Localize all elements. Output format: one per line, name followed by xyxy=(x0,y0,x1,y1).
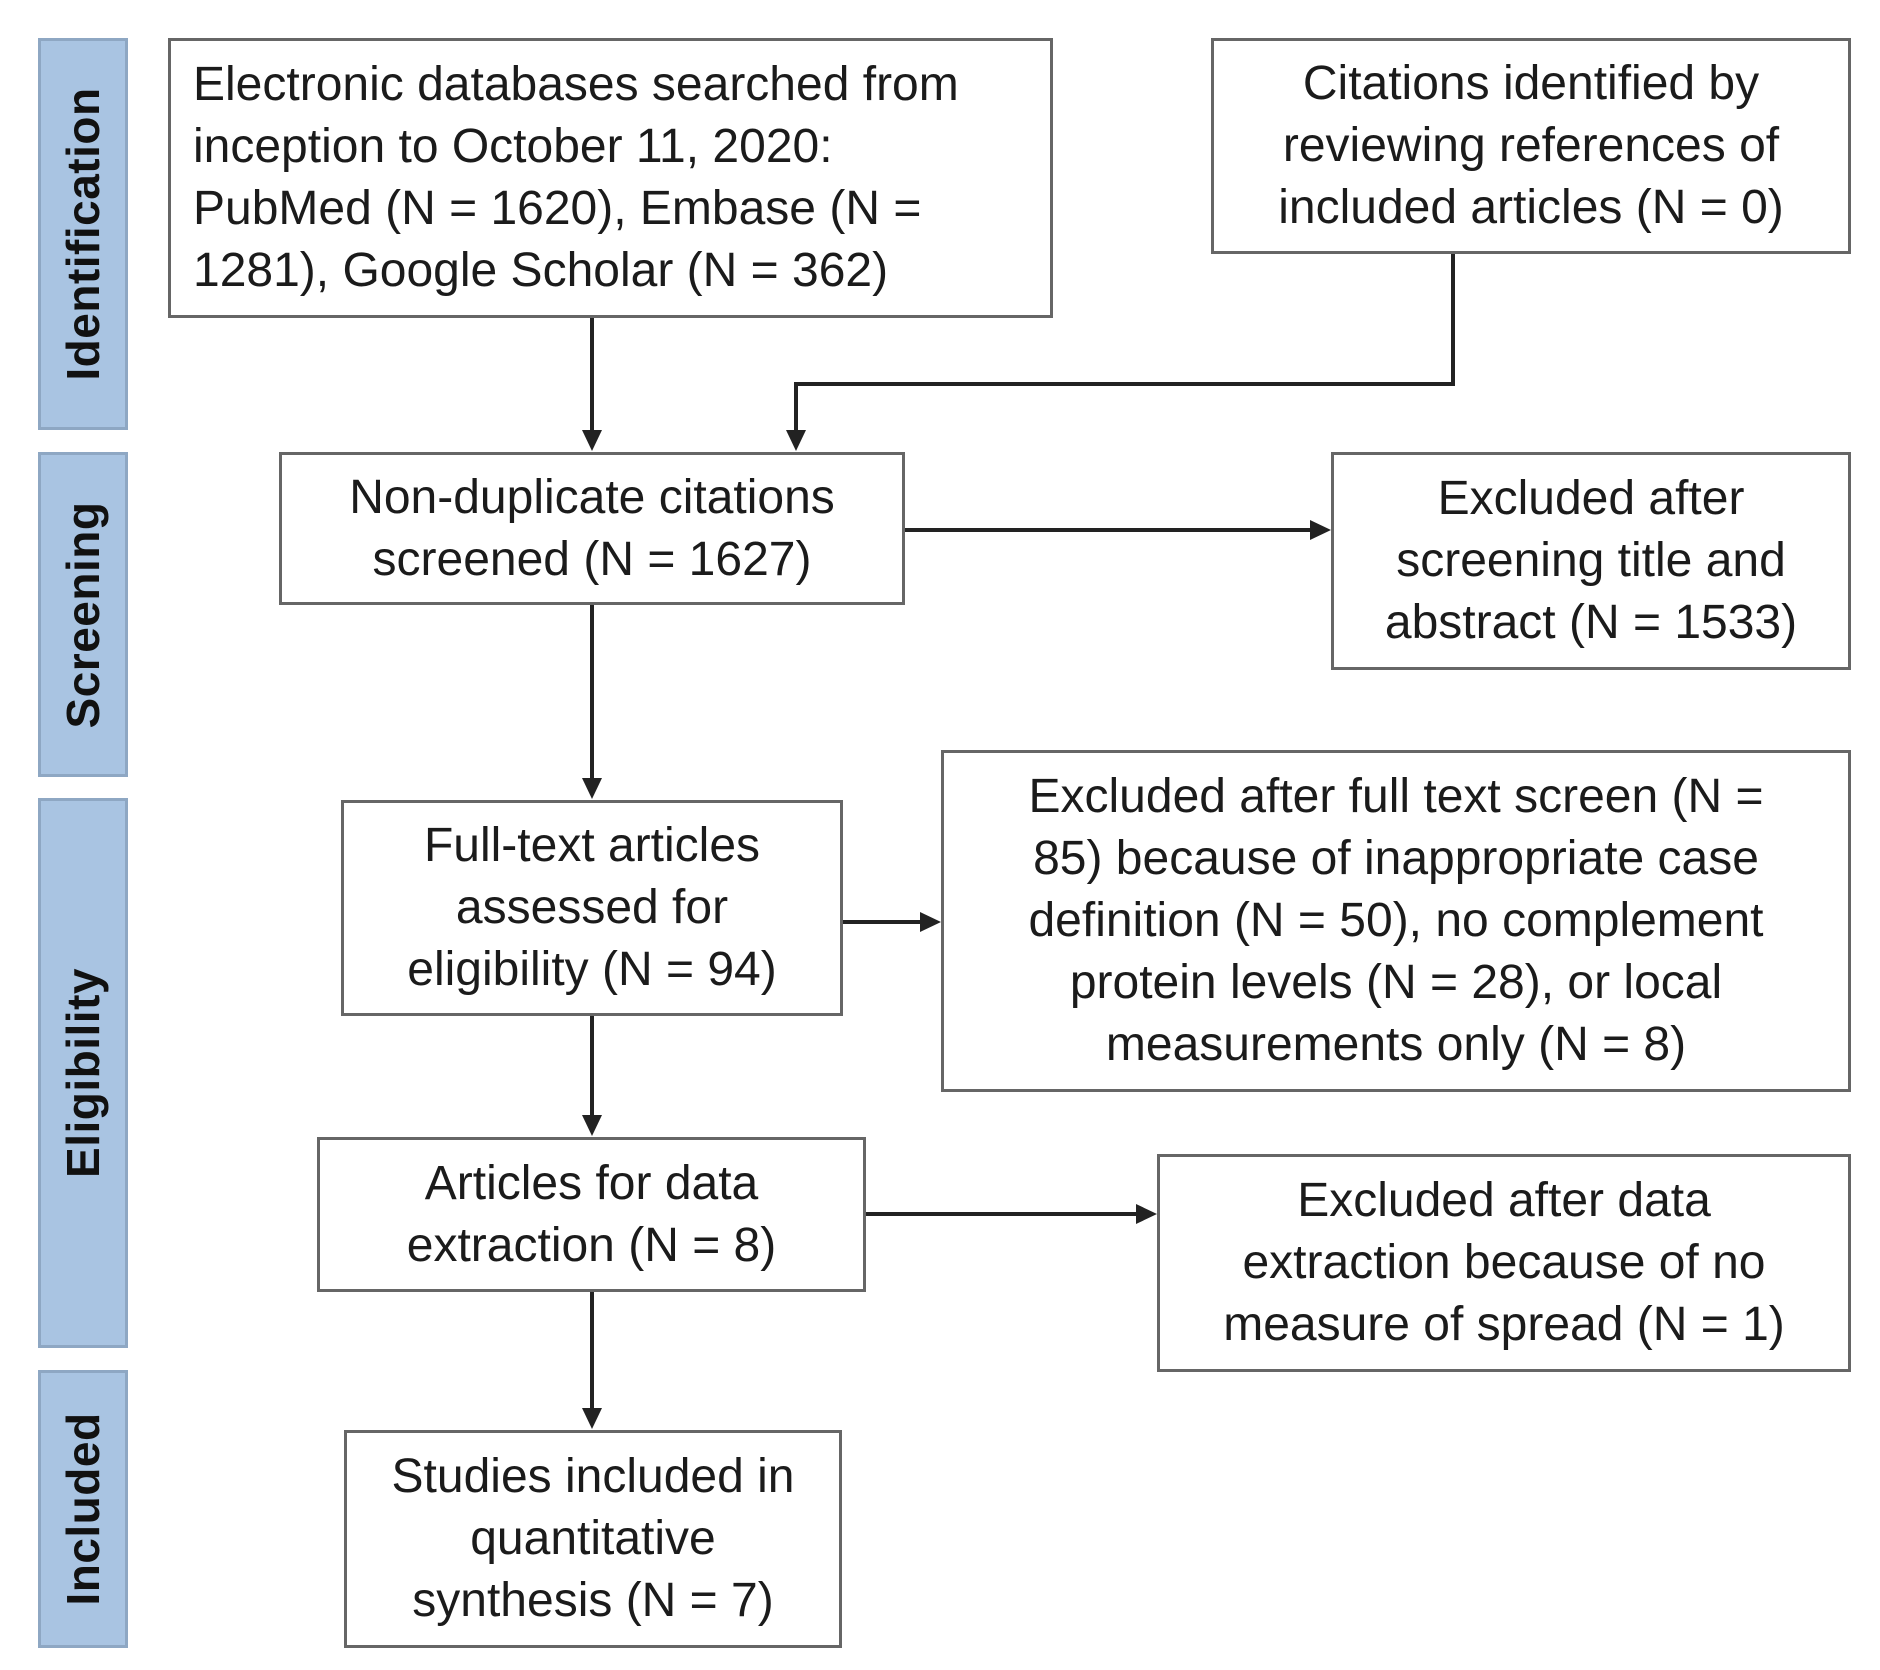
arrowhead-excluded-extraction xyxy=(1136,1204,1157,1224)
box-text-line: Citations identified by xyxy=(1302,57,1760,110)
box-text-line: Excluded after full text screen (N = xyxy=(1028,770,1764,823)
box-text-line: Studies included in xyxy=(391,1450,795,1503)
box-text-line: Excluded after data xyxy=(1297,1174,1711,1227)
box-text-line: screening title and xyxy=(1396,534,1786,587)
stage-screening: Screening xyxy=(38,452,128,777)
box-full-text-assessed: Full-text articles assessed for eligibil… xyxy=(341,800,843,1016)
stage-identification: Identification xyxy=(38,38,128,430)
box-text-line: 1281), Google Scholar (N = 362) xyxy=(193,244,889,297)
box-text-line: Excluded after xyxy=(1437,472,1745,525)
box-text-line: measurements only (N = 8) xyxy=(1105,1018,1687,1071)
box-text-line: assessed for xyxy=(455,881,729,934)
arrowhead-excluded-fulltext xyxy=(920,912,941,932)
box-text-line: eligibility (N = 94) xyxy=(407,943,777,996)
box-text-line: synthesis (N = 7) xyxy=(412,1574,774,1627)
box-excluded-full-text: Excluded after full text screen (N = 85)… xyxy=(941,750,1851,1092)
arrowhead-fulltext xyxy=(582,778,602,799)
box-studies-included: Studies included in quantitative synthes… xyxy=(344,1430,842,1648)
arrowhead-refs xyxy=(786,430,806,451)
arrow-refs-to-screened xyxy=(794,254,1455,430)
box-text-line: definition (N = 50), no complement xyxy=(1028,894,1764,947)
box-text-line: PubMed (N = 1620), Embase (N = xyxy=(193,182,922,235)
arrowhead-extraction xyxy=(582,1115,602,1136)
box-databases-searched: Electronic databases searched from incep… xyxy=(168,38,1053,318)
box-text-line: Full-text articles xyxy=(423,819,761,872)
box-text-line: screened (N = 1627) xyxy=(372,532,812,586)
arrowhead-excluded-title xyxy=(1310,520,1331,540)
box-text-line: extraction (N = 8) xyxy=(406,1218,777,1272)
box-text-line: 85) because of inappropriate case xyxy=(1033,832,1759,885)
box-excluded-title-abstract: Excluded after screening title and abstr… xyxy=(1331,452,1851,670)
box-text-line: included articles (N = 0) xyxy=(1278,181,1784,234)
stage-included: Included xyxy=(38,1370,128,1648)
arrowhead-included xyxy=(582,1408,602,1429)
box-text-line: extraction because of no xyxy=(1242,1236,1766,1289)
box-excluded-data-extraction: Excluded after data extraction because o… xyxy=(1157,1154,1851,1372)
stage-eligibility: Eligibility xyxy=(38,798,128,1348)
box-text-line: Electronic databases searched from xyxy=(193,58,959,111)
box-text-line: measure of spread (N = 1) xyxy=(1223,1298,1785,1351)
box-non-duplicate-screened: Non-duplicate citations screened (N = 16… xyxy=(279,452,905,605)
box-text-line: protein levels (N = 28), or local xyxy=(1069,956,1723,1009)
box-text-line: Non-duplicate citations xyxy=(349,470,835,524)
box-text-line: Articles for data xyxy=(424,1156,759,1210)
box-text-line: reviewing references of xyxy=(1282,119,1780,172)
box-citations-references: Citations identified by reviewing refere… xyxy=(1211,38,1851,254)
box-text-line: abstract (N = 1533) xyxy=(1384,596,1798,649)
box-text-line: inception to October 11, 2020: xyxy=(193,120,833,173)
arrowhead-databases xyxy=(582,430,602,451)
box-data-extraction: Articles for data extraction (N = 8) xyxy=(317,1137,866,1292)
box-text-line: quantitative xyxy=(470,1512,716,1565)
